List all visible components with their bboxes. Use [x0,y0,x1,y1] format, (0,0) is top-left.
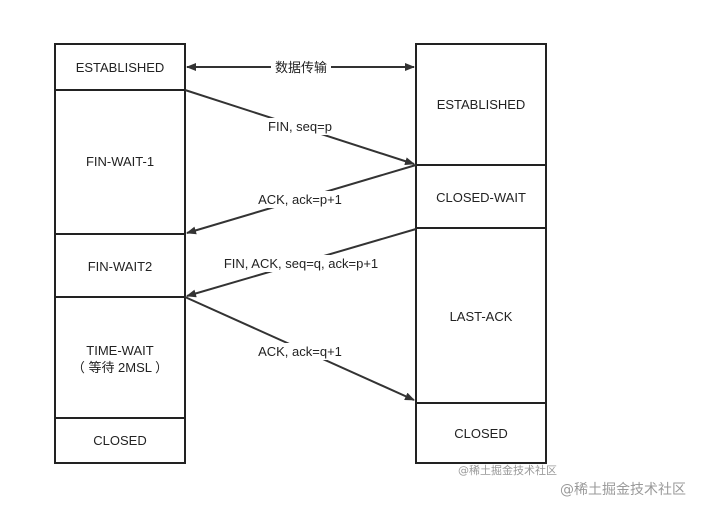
server-state-established [415,43,547,166]
server-state-last-ack [415,227,547,404]
client-state-fin-wait-1-label: FIN-WAIT-1 [86,154,154,169]
server-state-closed-label: CLOSED [454,426,507,441]
ack-p-label: ACK, ack=p+1 [258,192,342,207]
client-state-time-wait-label: TIME-WAIT [86,343,153,358]
fin-label: FIN, seq=p [268,119,332,134]
watermark-small: @稀土掘金技术社区 [458,463,557,477]
ack-q-label: ACK, ack=q+1 [258,344,342,359]
client-state-closed [54,417,186,464]
data-transfer-label: 数据传输 [275,60,327,75]
ack-p-label-bg [252,191,348,208]
client-state-fin-wait-1 [54,89,186,235]
message-arrows: 数据传输 FIN, seq=p ACK, ack=p+1 FIN, ACK, s… [184,59,417,401]
client-column: ESTABLISHED FIN-WAIT-1 FIN-WAIT2 TIME-WA… [54,43,186,464]
client-state-established [54,43,186,91]
fin-ack-label: FIN, ACK, seq=q, ack=p+1 [224,256,378,271]
fin-ack-label-bg [215,255,387,272]
server-state-closed-wait-label: CLOSED-WAIT [436,190,526,205]
client-state-time-wait-sublabel: （ 等待 2MSL ） [72,360,168,375]
client-state-time-wait [54,296,186,419]
data-transfer-label-bg [271,59,331,76]
server-state-closed [415,402,547,464]
server-column: ESTABLISHED CLOSED-WAIT LAST-ACK CLOSED [415,43,547,464]
server-state-last-ack-label: LAST-ACK [450,309,513,324]
client-state-closed-label: CLOSED [93,433,146,448]
watermark-large: @稀土掘金技术社区 [560,482,686,498]
server-state-established-label: ESTABLISHED [437,97,526,112]
client-state-fin-wait-2-label: FIN-WAIT2 [88,259,153,274]
ack-q-label-bg [252,343,350,360]
fin-label-bg [263,118,337,135]
client-state-established-label: ESTABLISHED [76,60,165,75]
